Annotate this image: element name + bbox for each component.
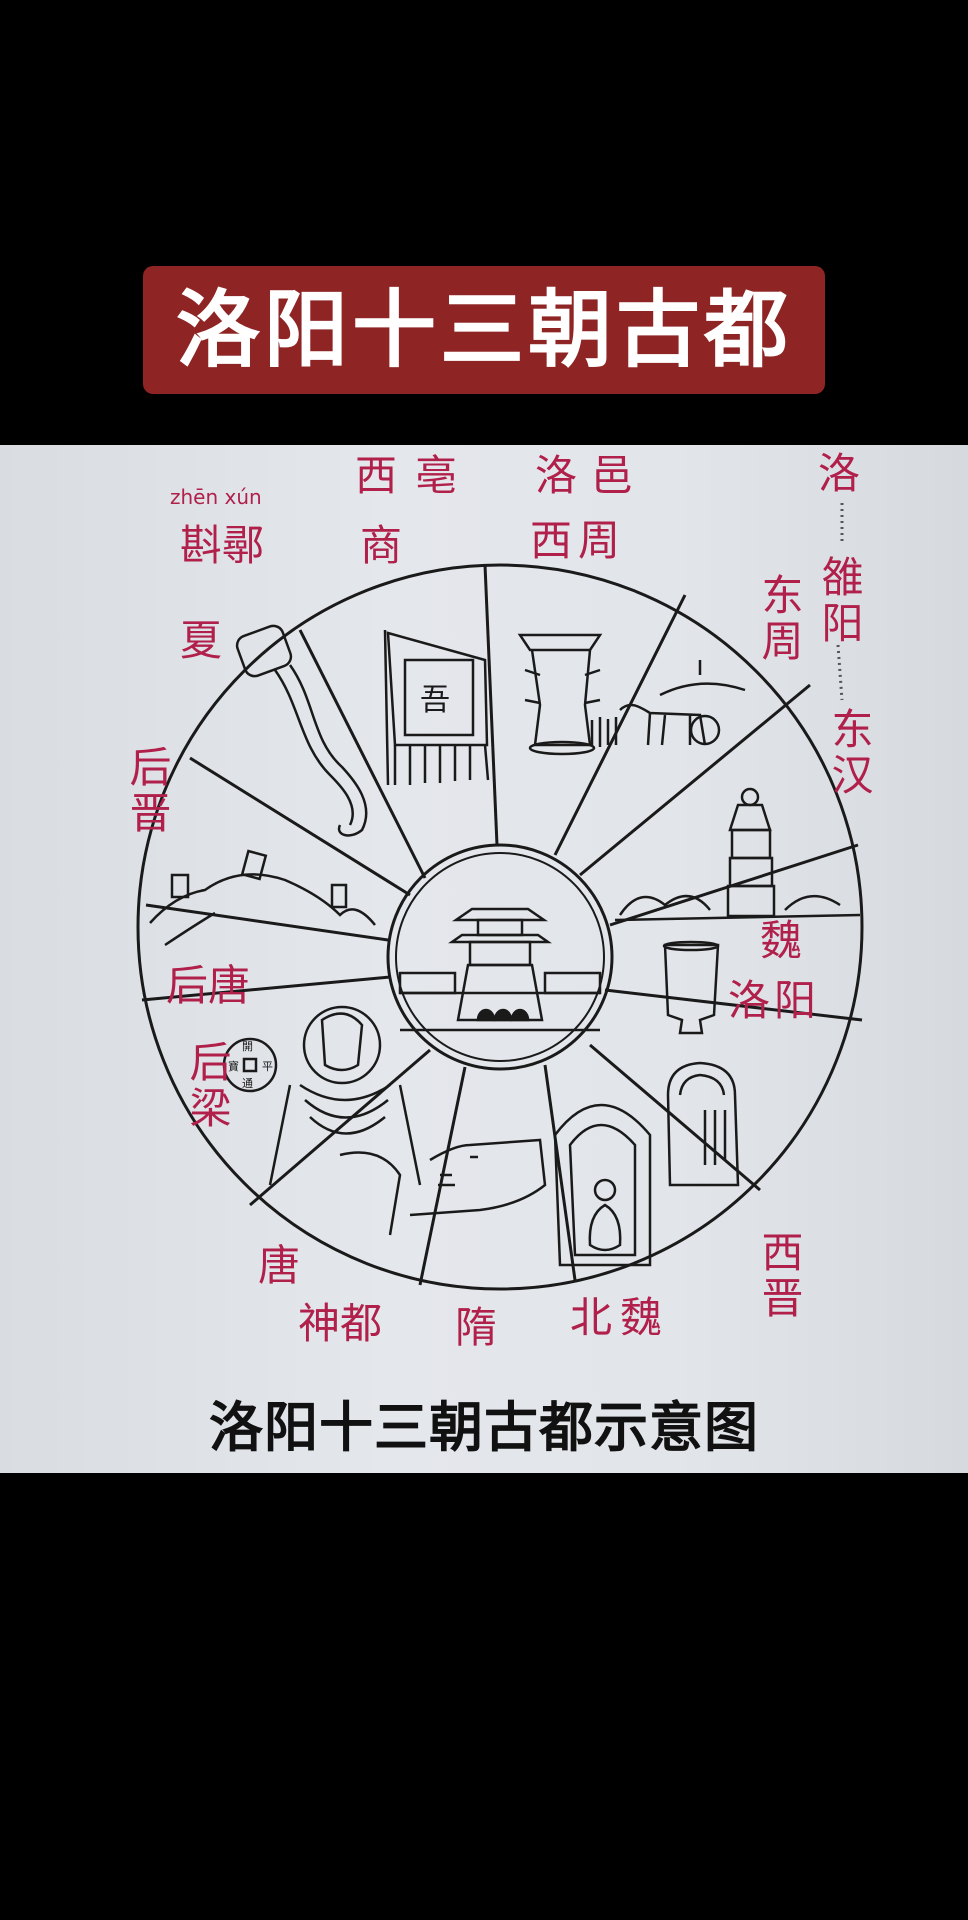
svg-text:寶: 寶 — [228, 1059, 239, 1073]
svg-text:開: 開 — [242, 1040, 253, 1053]
label-later-jin: 后晋 — [123, 745, 172, 837]
canal-landscape-icon — [409, 1138, 547, 1217]
label-wei-luoyang: 洛阳 — [728, 976, 821, 1025]
label-shang: 商 — [360, 521, 403, 570]
horse-chariot-icon — [590, 660, 746, 747]
banner-flag-icon: 吾 — [383, 629, 490, 786]
label-north-wei: 北魏 — [570, 1293, 671, 1342]
svg-text:吾: 吾 — [420, 683, 450, 718]
pagoda-icon — [614, 787, 861, 922]
coin-icon: 開 平 通 寶 — [222, 1037, 278, 1093]
label-xia: 夏 — [180, 616, 223, 665]
label-shendu: 神都 — [298, 1299, 383, 1348]
stone-stele-icon — [666, 1061, 740, 1187]
outer-circle — [136, 563, 864, 1291]
jade-dragon-icon — [235, 624, 368, 837]
label-xibo: 西亳 — [355, 451, 476, 500]
grotto-buddha-icon — [553, 1103, 652, 1267]
label-east-han: 东汉 — [825, 707, 874, 799]
label-tang: 唐 — [258, 1241, 301, 1290]
city-gate-icon — [398, 907, 602, 1032]
label-later-liang: 后梁 — [183, 1040, 232, 1132]
label-zhenxun: 斟鄩 — [180, 521, 265, 570]
label-east-zhou: 东周 — [755, 573, 804, 665]
label-later-tang: 后唐 — [166, 961, 251, 1010]
inner-circle — [386, 843, 614, 1071]
svg-text:平: 平 — [262, 1060, 273, 1073]
label-west-zhou: 西周 — [530, 516, 627, 565]
cup-icon — [662, 940, 720, 1035]
label-xiongyang: 雒阳 — [815, 555, 864, 647]
label-wei: 魏 — [760, 916, 803, 965]
label-luo: 洛 — [818, 449, 861, 498]
pinyin-zhenxun: zhēn xún — [170, 485, 262, 509]
dynasty-wheel: 吾 — [136, 503, 864, 1291]
bronze-vessel-icon — [517, 633, 603, 756]
label-sui: 隋 — [455, 1303, 498, 1352]
label-luoyi: 洛邑 — [535, 451, 648, 500]
banner-title: 洛阳十三朝古都 — [175, 281, 792, 379]
title-banner: 洛阳十三朝古都 — [143, 266, 825, 394]
diagram-board: 吾 — [0, 445, 968, 1473]
label-west-jin: 西晋 — [755, 1230, 804, 1322]
buddha-statue-icon — [268, 1005, 422, 1236]
svg-text:通: 通 — [242, 1077, 253, 1090]
mountains-tombs-icon — [149, 849, 376, 947]
diagram-caption: 洛阳十三朝古都示意图 — [209, 1396, 759, 1459]
